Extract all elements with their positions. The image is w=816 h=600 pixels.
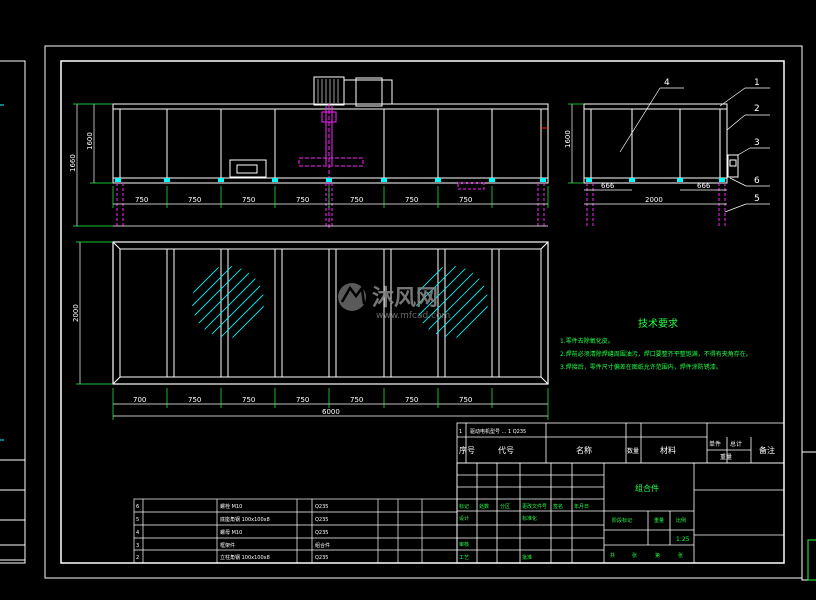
bom-row-name: 螺栓 M10	[220, 503, 242, 510]
front-dim-2: 750	[188, 196, 201, 204]
plan-dim-1: 700	[133, 396, 146, 404]
plan-dim-5: 750	[350, 396, 363, 404]
gearbox	[343, 79, 393, 105]
front-dim-5: 750	[350, 196, 363, 204]
right-sheet-frame	[801, 451, 816, 581]
tb-label-mark: 标记	[459, 503, 469, 510]
plan-dim-7: 750	[459, 396, 472, 404]
outer-border	[44, 45, 803, 579]
bom-col-no: 序号	[459, 445, 475, 455]
tech-line-3: 3.焊接后，零件尺寸偏差在图纸允许范围内，焊件涂防锈漆。	[560, 363, 722, 371]
bom-col-material: 材料	[660, 445, 676, 455]
side-view	[568, 87, 770, 226]
left-sheet-frame	[0, 60, 26, 564]
plan-dim-6: 750	[405, 396, 418, 404]
motor-body	[313, 76, 345, 106]
side-dim-left: 666	[601, 182, 615, 190]
bom-top-row: 驱动电机型号 ... 1 Q235	[470, 428, 526, 435]
bom-col-name: 名称	[576, 445, 592, 455]
bom-row-name: 螺母 M10	[220, 529, 242, 536]
bom-row-no: 3	[136, 543, 139, 549]
callout-3: 3	[754, 138, 760, 148]
bom-row-name: 底座角钢 100x100x8	[220, 516, 270, 523]
tb-label-process: 工艺	[459, 555, 469, 561]
bom-rows-table	[133, 498, 458, 564]
plan-view	[76, 241, 549, 420]
watermark-brand: 沐风网	[372, 286, 438, 311]
watermark: 沐风网 www.mfcad.com	[338, 283, 450, 321]
tb-label-sheets: 张	[632, 552, 637, 559]
side-dim-right: 666	[697, 182, 711, 190]
tb-scale: 1:25	[676, 536, 690, 543]
tb-label-total: 共	[610, 552, 615, 559]
bom-col-note: 备注	[759, 445, 775, 455]
tb-label-change: 更改文件号	[522, 503, 547, 510]
tech-line-1: 1.零件去除氧化皮。	[560, 337, 614, 345]
bom-col-code: 代号	[498, 445, 514, 455]
bom-col-weight: 重量	[720, 453, 732, 461]
front-height-outer: 1660	[69, 154, 77, 172]
bom-top-no: 1	[459, 429, 462, 435]
callout-2: 2	[754, 104, 760, 114]
bom-col-qty: 数量	[627, 447, 639, 455]
tb-label-sign: 签名	[553, 503, 563, 510]
bom-row-name: 框架件	[220, 542, 235, 549]
callout-1: 1	[754, 78, 760, 88]
tb-label-design: 设计	[459, 515, 469, 522]
bom-row-no: 6	[136, 504, 139, 510]
bom-row-name: 立柱角钢 100x100x8	[220, 554, 270, 561]
callout-4: 4	[664, 78, 670, 88]
bom-row-no: 5	[136, 517, 139, 523]
plan-dim-2: 750	[188, 396, 201, 404]
tb-label-zone: 分区	[500, 503, 510, 510]
side-dim-height: 1600	[564, 130, 572, 148]
tb-label-scale: 比例	[676, 517, 686, 524]
front-view	[73, 76, 549, 228]
bom-row-material: Q235	[315, 555, 328, 561]
side-dim-width: 2000	[645, 196, 663, 204]
tb-label-count: 处数	[479, 503, 489, 510]
bom-col-weight-total: 总计	[730, 440, 742, 448]
front-dim-6: 750	[405, 196, 418, 204]
front-dim-3: 750	[242, 196, 255, 204]
callout-6: 6	[754, 176, 760, 186]
bom-row-no: 4	[136, 530, 139, 536]
tb-label-review: 审核	[459, 541, 469, 548]
hatch-circle-left	[192, 266, 264, 338]
tech-requirements: 技术要求 1.零件去除氧化皮。 2.焊前必须清除焊缝周围油污，焊口要整齐平整饱满…	[560, 317, 752, 371]
bom-row-material: Q235	[315, 517, 328, 523]
plan-dim-4: 750	[296, 396, 309, 404]
tb-label-sheet: 张	[678, 552, 683, 559]
front-height-inner: 1600	[86, 132, 94, 150]
watermark-url: www.mfcad.com	[376, 311, 450, 321]
front-dim-4: 750	[296, 196, 309, 204]
plan-dim-total: 6000	[322, 408, 340, 416]
plan-dim-3: 750	[242, 396, 255, 404]
tb-label-stage: 阶段标记	[612, 517, 632, 524]
tech-line-2: 2.焊前必须清除焊缝周围油污，焊口要整齐平整饱满，不得有夹角存在。	[560, 350, 752, 358]
bom-row-no: 2	[136, 555, 139, 561]
front-dim-7: 750	[459, 196, 472, 204]
bom-row-material: 组合件	[315, 542, 330, 549]
tb-label-weight: 重量	[654, 517, 664, 524]
bom-row-material: Q235	[315, 530, 328, 536]
tb-label-date: 年月日	[574, 503, 589, 510]
tb-title: 组合件	[635, 483, 659, 493]
gear-box-marker	[229, 159, 267, 178]
callout-5: 5	[754, 194, 760, 204]
tb-label-standard: 标准化	[522, 515, 537, 522]
bom-row-material: Q235	[315, 504, 328, 510]
tb-label-sheet-no: 第	[655, 552, 660, 559]
front-dim-1: 750	[135, 196, 148, 204]
left-sheet-titleblock	[0, 459, 26, 561]
bom-col-weight-single: 单件	[709, 440, 721, 448]
plan-dim-height: 2000	[72, 304, 80, 322]
tech-title: 技术要求	[638, 317, 678, 330]
tb-label-approve: 批准	[522, 554, 532, 561]
